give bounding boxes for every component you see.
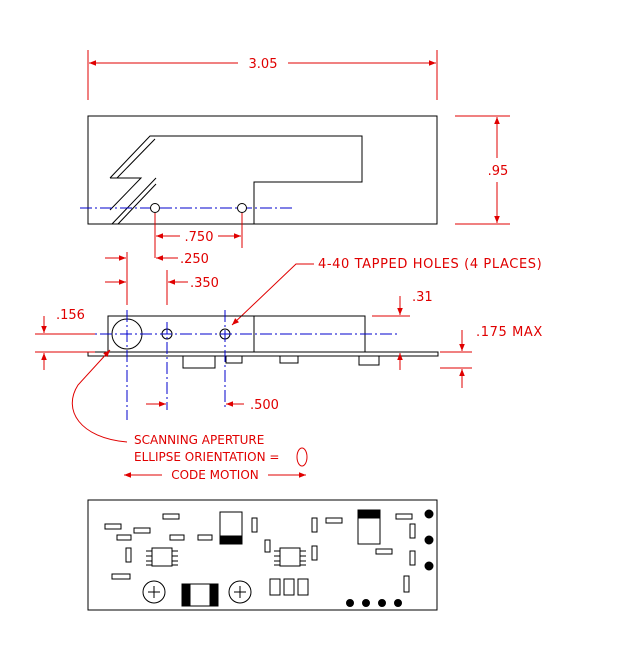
top-hole-1 — [150, 203, 160, 213]
pcb-outline — [87, 499, 438, 611]
ic-chip-2 — [274, 547, 306, 567]
overall-width-label: 3.05 — [249, 57, 278, 72]
cutout-slant-2 — [117, 183, 157, 225]
smd-part-1 — [104, 523, 122, 530]
smd-part-15 — [375, 548, 393, 555]
aperture-note-line2: ELLIPSE ORIENTATION = — [134, 450, 279, 464]
bottom-view — [87, 499, 438, 611]
trim-pot-1 — [142, 580, 166, 604]
code-motion-label: CODE MOTION — [171, 468, 259, 482]
smd-part-4 — [116, 534, 132, 541]
smd-part-5 — [169, 534, 185, 541]
test-pad-3 — [378, 599, 386, 607]
hole-spacing-label: .750 — [185, 230, 214, 245]
connector-pin-2 — [424, 535, 434, 545]
smd-part-6 — [197, 534, 213, 541]
transistor-1 — [269, 578, 281, 596]
smd-part-2 — [133, 527, 151, 534]
tapped-holes-leader — [231, 263, 314, 326]
aperture-note-line1: SCANNING APERTURE — [134, 433, 264, 447]
test-pad-4 — [394, 599, 402, 607]
dim-500-label: .500 — [250, 398, 279, 413]
smd-part-3 — [162, 513, 180, 520]
side-view: .250 .350 4-40 TAPPED HOLES (4 PLACES) .… — [35, 236, 543, 482]
connector-pin-3 — [424, 561, 434, 571]
transistor-3 — [297, 578, 309, 596]
offset-250-label: .250 — [180, 252, 209, 267]
cutout-slant-1 — [111, 177, 157, 225]
smd-part-7 — [125, 547, 132, 563]
smd-part-8 — [111, 573, 131, 580]
under-component-3 — [279, 355, 299, 364]
connector-pin-1 — [424, 509, 434, 519]
top-view: 3.05 .95 .750 — [80, 50, 510, 248]
smd-part-9 — [251, 517, 258, 533]
max-175-label: .175 MAX — [476, 325, 543, 340]
smd-part-10 — [311, 517, 318, 533]
smd-part-17 — [409, 550, 416, 566]
dim-31-label: .31 — [412, 290, 433, 305]
test-pad-1 — [346, 599, 354, 607]
diode-2-band — [357, 509, 381, 519]
ellipse-orientation-icon — [296, 447, 308, 467]
dim-156-label: .156 — [56, 308, 85, 323]
top-hole-2 — [237, 203, 247, 213]
side-pcb — [87, 351, 439, 357]
trim-pot-2 — [228, 580, 252, 604]
aperture-leader — [71, 349, 128, 443]
transistor-2 — [283, 578, 295, 596]
top-body-outline — [87, 115, 438, 225]
under-component-4 — [358, 355, 380, 366]
cutout-profile — [109, 135, 363, 224]
test-pad-2 — [362, 599, 370, 607]
capacitor-band-left — [181, 583, 191, 607]
under-component-2 — [225, 355, 243, 364]
tapped-holes-note: 4-40 TAPPED HOLES (4 PLACES) — [318, 257, 542, 272]
smd-part-18 — [403, 575, 410, 593]
height-label: .95 — [488, 164, 509, 179]
cutout-notch — [109, 177, 143, 211]
offset-350-label: .350 — [190, 276, 219, 291]
cutout-inner-line — [116, 138, 156, 179]
smd-part-16 — [409, 523, 416, 539]
capacitor-band-right — [209, 583, 219, 607]
smd-part-11 — [325, 517, 343, 524]
ic-chip-1 — [146, 547, 178, 567]
under-component-1 — [182, 355, 216, 369]
smd-part-14 — [395, 513, 413, 520]
diode-1-band — [219, 535, 243, 545]
smd-part-13 — [311, 545, 318, 561]
smd-part-12 — [264, 539, 271, 553]
